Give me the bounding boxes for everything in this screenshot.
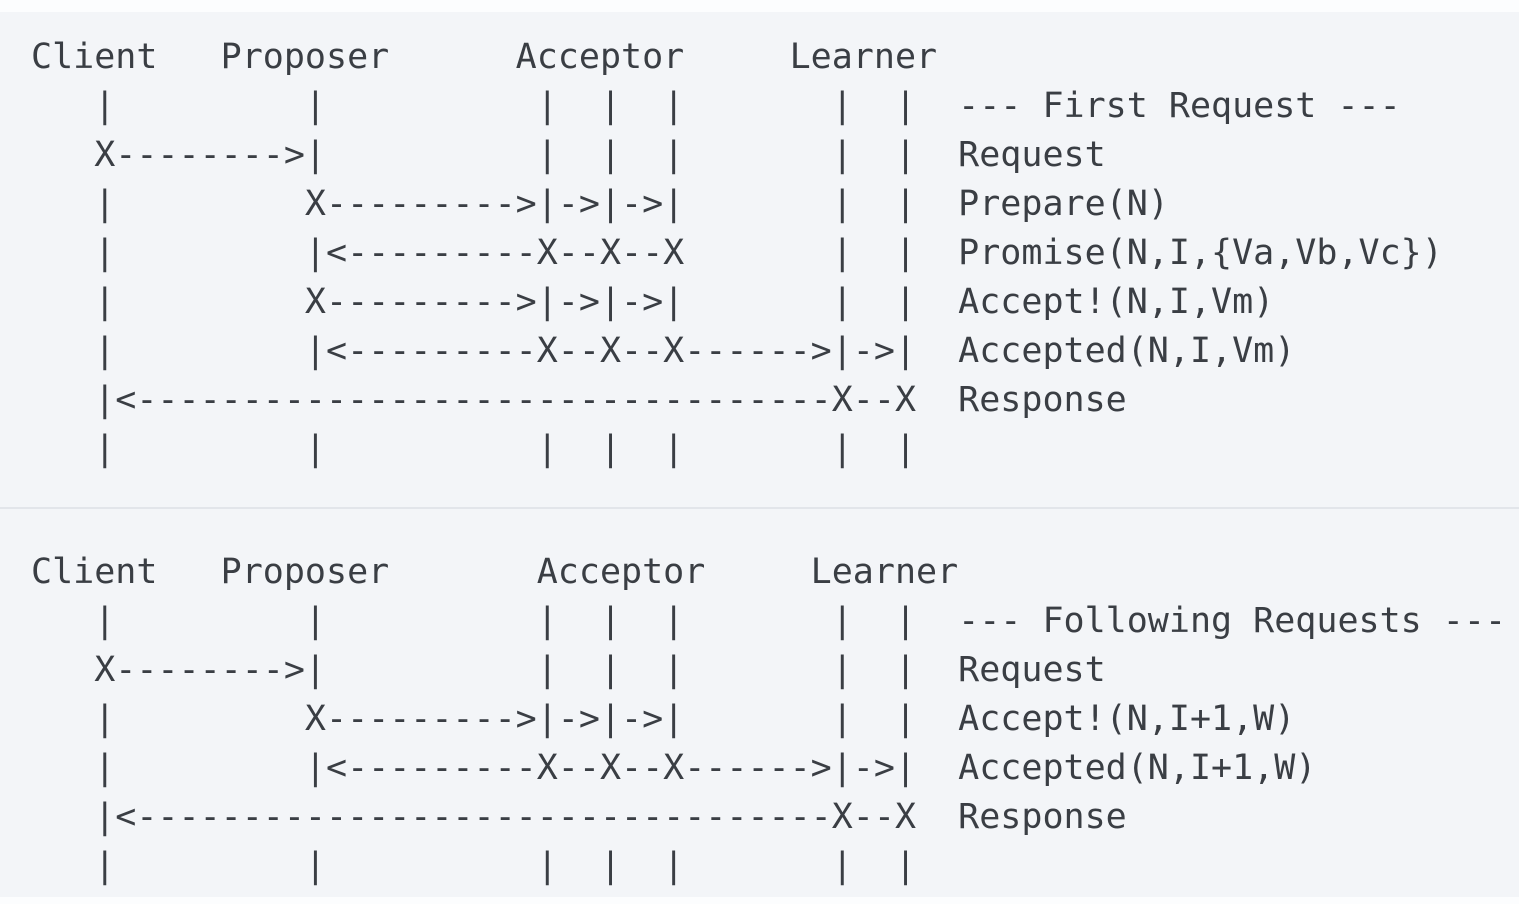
- section-divider: [0, 507, 1519, 509]
- following-requests-sequence-diagram: Client Proposer Acceptor Learner | | | |…: [31, 552, 1507, 886]
- first-request-sequence-diagram: Client Proposer Acceptor Learner | | | |…: [31, 37, 1443, 469]
- bottom-margin-band: [0, 897, 1519, 904]
- paxos-ascii-diagram: Client Proposer Acceptor Learner | | | |…: [0, 12, 1519, 897]
- top-margin-band: [0, 0, 1519, 12]
